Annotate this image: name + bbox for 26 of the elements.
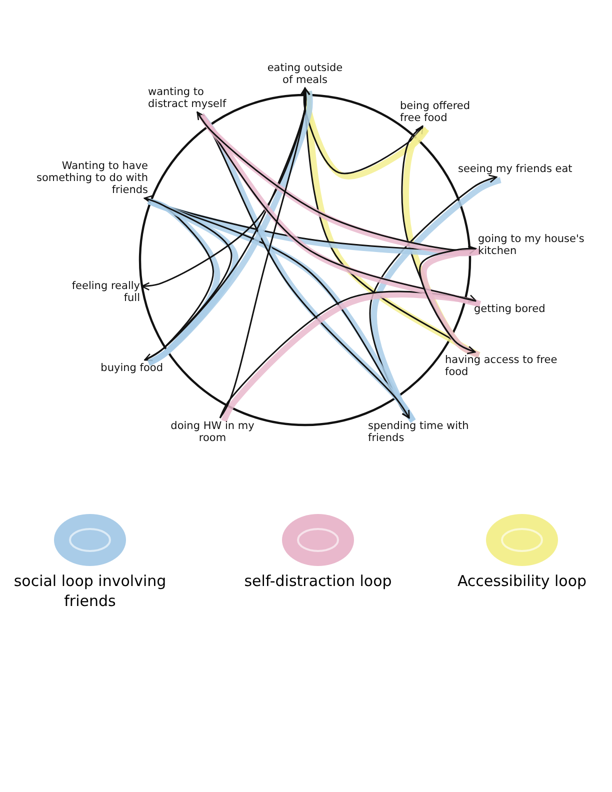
arrow <box>196 112 481 256</box>
arrow <box>219 290 482 422</box>
arrow <box>196 112 481 307</box>
node-label: seeing my friends eat <box>458 163 588 176</box>
arrow <box>401 126 480 358</box>
node-label: buying food <box>95 362 163 374</box>
node-label: wanting to distract myself <box>148 86 238 110</box>
node-label: getting bored <box>474 303 564 316</box>
node-label: spending time with friends <box>368 420 478 444</box>
arrow <box>303 88 430 180</box>
arrow <box>144 88 313 366</box>
node-label: going to my house's kitchen <box>478 233 590 258</box>
node-label: doing HW in my room <box>165 420 260 444</box>
legend-label: Accessibility loop <box>456 572 588 592</box>
node-label: Wanting to have something to do with friends <box>8 160 148 196</box>
arrow <box>144 197 238 366</box>
arrow <box>219 88 310 418</box>
legend-label: social loop involving friends <box>12 572 168 611</box>
legend-label: self-distraction loop <box>243 572 393 592</box>
node-label: having access to free food <box>445 354 560 378</box>
node-label: feeling really full <box>62 280 140 304</box>
arrow <box>196 112 416 422</box>
arrow <box>419 248 480 358</box>
node-label: being offered free food <box>400 100 485 124</box>
node-label: eating outside of meals <box>262 62 348 86</box>
arrow <box>369 174 502 423</box>
